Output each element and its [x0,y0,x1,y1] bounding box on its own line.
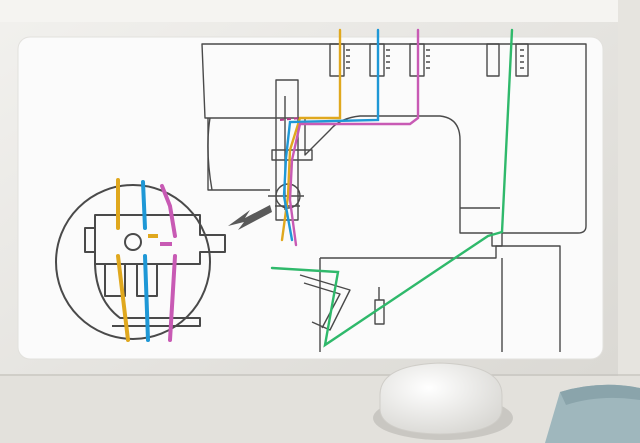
knob [379,362,503,435]
zoom-thread-dashes [148,234,172,246]
blue-tray-shade [560,384,640,405]
lower-body [0,376,640,443]
arrow-icon [228,205,272,230]
zoom-threads [116,178,177,342]
threads [270,28,514,348]
machine-panel-edge [0,0,640,22]
threading-card [17,36,604,360]
hint-dashes [279,117,301,121]
right-edge [618,0,640,443]
